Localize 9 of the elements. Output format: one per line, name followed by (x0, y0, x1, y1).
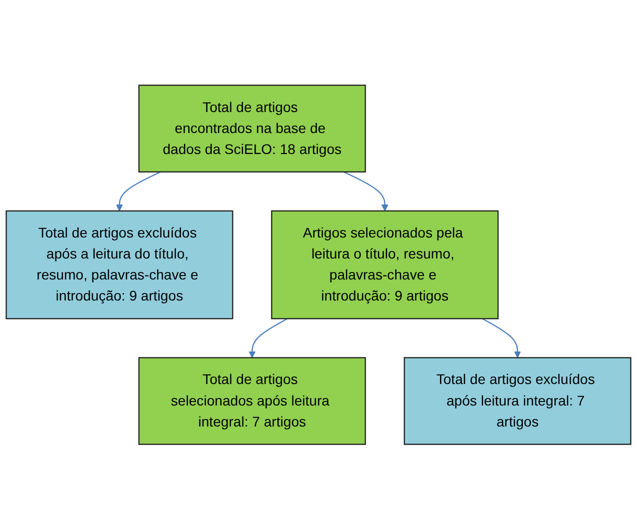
arrow (482, 318, 521, 358)
arrow (343, 172, 388, 212)
node-box: Artigos selecionados pela leitura o título, resumo, palavras-chave e introdução: 9 artigos (271, 210, 499, 320)
node-box: Total de artigos selecionados após leitura integral: 7 artigos (138, 357, 366, 446)
node-box: Total de artigos excluídos após a leitura do título, resumo, palavras-chave e introdução: 9 artigos (6, 210, 234, 320)
arrow (248, 318, 288, 358)
arrow (116, 172, 161, 212)
node-box: Total de artigos excluídos após leitura integral: 7 artigos (404, 357, 632, 446)
node-box: Total de artigos encontrados na base de dados da SciELO: 18 artigos (138, 84, 366, 173)
